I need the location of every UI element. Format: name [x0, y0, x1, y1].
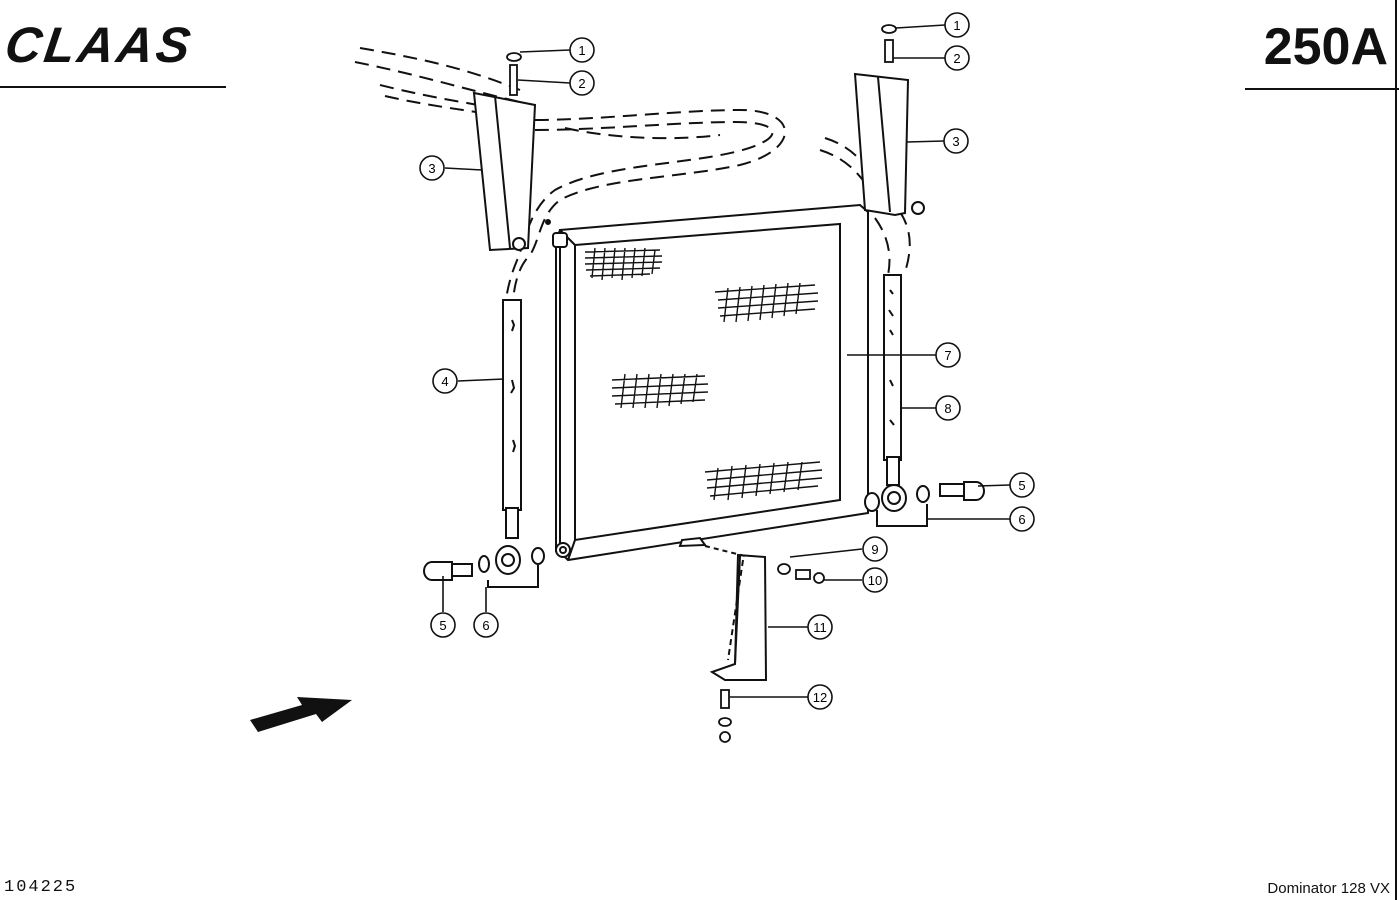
left-mounting-bracket — [472, 91, 551, 252]
callout-6-right: 6 — [1009, 506, 1035, 532]
svg-text:6: 6 — [482, 618, 489, 633]
callout-1-right: 1 — [944, 12, 970, 38]
callout-9: 9 — [862, 536, 888, 562]
svg-text:6: 6 — [1018, 512, 1025, 527]
lower-support-bracket — [704, 545, 768, 681]
left-fitting-assembly — [423, 545, 545, 588]
svg-text:8: 8 — [944, 401, 951, 416]
radiator-mesh — [584, 247, 823, 501]
callout-7: 7 — [935, 342, 961, 368]
lower-small-parts — [718, 563, 825, 743]
svg-text:5: 5 — [1018, 478, 1025, 493]
svg-text:1: 1 — [578, 43, 585, 58]
callout-10: 10 — [862, 567, 888, 593]
left-hose — [502, 299, 522, 539]
callout-3-right: 3 — [943, 128, 969, 154]
right-washer-bolt — [881, 24, 897, 63]
callout-5-left: 5 — [430, 612, 456, 638]
svg-text:3: 3 — [428, 161, 435, 176]
svg-text:1: 1 — [953, 18, 960, 33]
callout-12: 12 — [807, 684, 833, 710]
svg-text:2: 2 — [578, 76, 585, 91]
left-washer-bolt — [506, 52, 522, 96]
radiator-fittings — [552, 232, 571, 558]
svg-text:4: 4 — [441, 374, 448, 389]
hose-routing-dashed — [354, 47, 911, 301]
svg-text:5: 5 — [439, 618, 446, 633]
arrow-right-icon — [250, 697, 352, 732]
brand-logo: CLAAS — [2, 17, 197, 73]
svg-text:12: 12 — [813, 690, 827, 705]
page-number: 250A — [1264, 18, 1388, 76]
callout-2-left: 2 — [569, 70, 595, 96]
svg-text:9: 9 — [871, 542, 878, 557]
callout-1-left: 1 — [569, 37, 595, 63]
callout-3-left: 3 — [419, 155, 445, 181]
svg-text:10: 10 — [868, 573, 882, 588]
callout-2-right: 2 — [944, 45, 970, 71]
document-number: 104225 — [4, 878, 77, 897]
svg-text:11: 11 — [813, 620, 827, 635]
callout-8: 8 — [935, 395, 961, 421]
svg-text:7: 7 — [944, 348, 951, 363]
callout-6-left: 6 — [473, 612, 499, 638]
callout-leaders — [442, 24, 1011, 698]
svg-text:3: 3 — [952, 134, 959, 149]
model-name: Dominator 128 VX — [1267, 880, 1390, 897]
callout-5-right: 5 — [1009, 472, 1035, 498]
svg-text:2: 2 — [953, 51, 960, 66]
right-hose — [883, 274, 902, 486]
callout-4: 4 — [432, 368, 458, 394]
right-mounting-bracket — [853, 72, 925, 217]
radiator-core — [555, 203, 869, 562]
callout-11: 11 — [807, 614, 833, 640]
